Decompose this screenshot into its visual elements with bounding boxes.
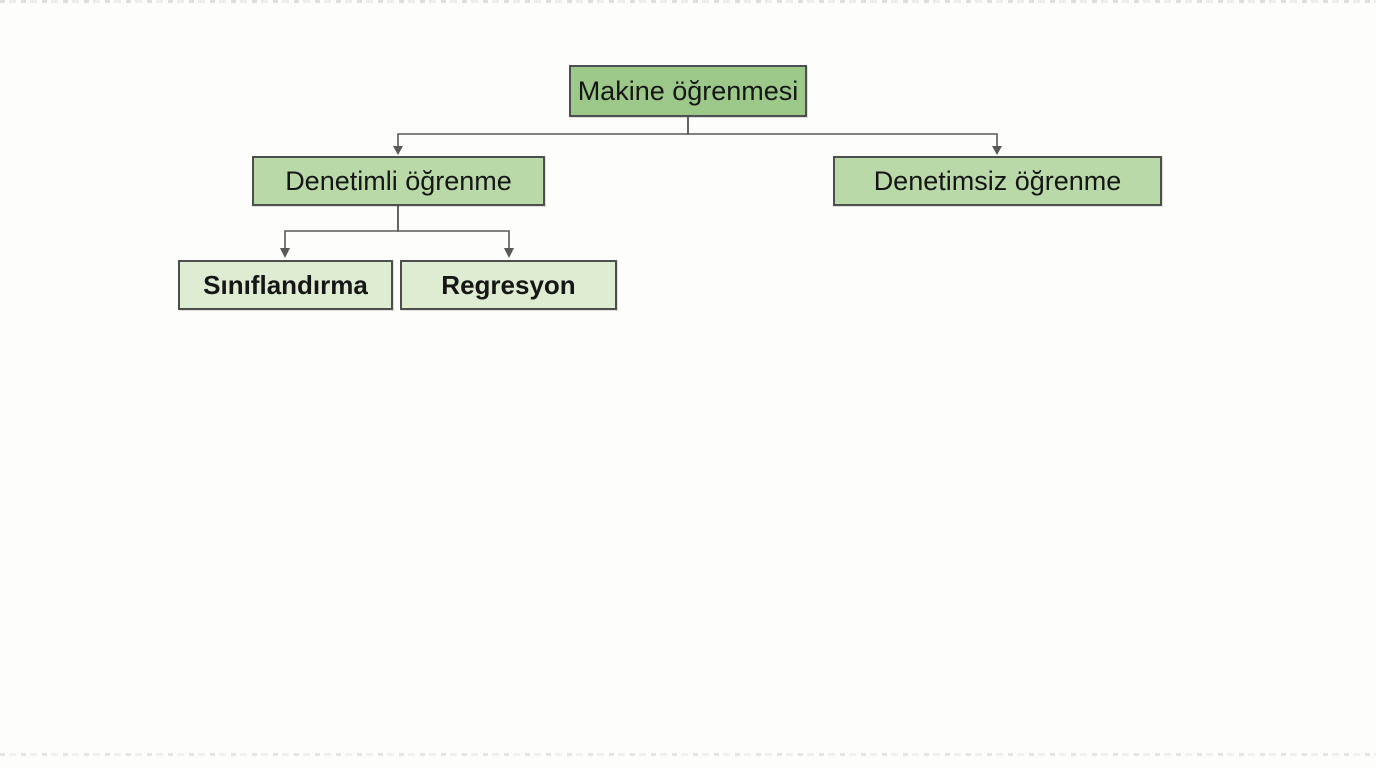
node-label: Denetimsiz öğrenme xyxy=(873,165,1122,196)
bottom-edge-artifact xyxy=(0,753,1376,756)
arrowhead-supervised xyxy=(393,146,403,155)
node-denetimli-ogrenme: Denetimli öğrenme xyxy=(252,156,545,206)
connector-supervised-regression xyxy=(397,206,510,249)
connector-root-supervised xyxy=(397,117,689,147)
node-label: Regresyon xyxy=(441,270,576,300)
arrowhead-unsupervised xyxy=(992,146,1002,155)
node-siniflandirma: Sınıflandırma xyxy=(178,260,393,310)
node-makine-ogrenmesi: Makine öğrenmesi xyxy=(569,65,807,117)
arrowhead-regression xyxy=(504,248,514,258)
node-denetimsiz-ogrenme: Denetimsiz öğrenme xyxy=(833,156,1162,206)
connector-root-unsupervised xyxy=(687,117,998,147)
arrowhead-classification xyxy=(280,248,290,258)
node-label: Makine öğrenmesi xyxy=(577,75,799,106)
connector-supervised-classification xyxy=(284,206,399,249)
top-edge-artifact xyxy=(0,0,1376,3)
node-label: Sınıflandırma xyxy=(203,270,368,300)
node-label: Denetimli öğrenme xyxy=(285,165,512,196)
node-regresyon: Regresyon xyxy=(400,260,617,310)
